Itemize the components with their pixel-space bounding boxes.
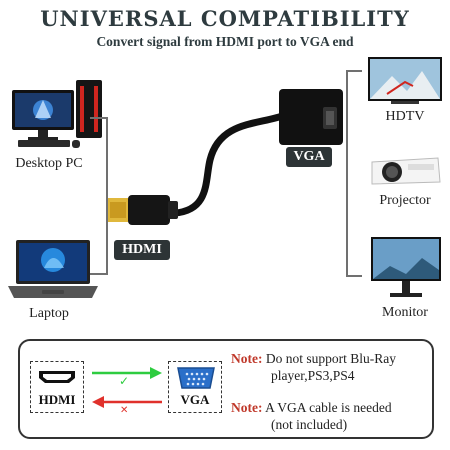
hdmi-port-label: HDMI <box>38 392 76 407</box>
note-text: Do not support Blu-Ray <box>265 351 396 366</box>
vga-port-icon <box>177 367 215 389</box>
hdmi-adapter-cable <box>108 111 289 225</box>
cross-icon: ✕ <box>120 405 129 416</box>
note-key: Note: <box>231 400 263 415</box>
note-item: Note: Do not support Blu-Ray player,PS3,… <box>231 350 431 384</box>
projector-icon <box>371 157 441 185</box>
note-text-continued: player,PS3,PS4 <box>271 368 355 383</box>
vga-adapter-box <box>279 89 343 145</box>
note-item: Note: A VGA cable is needed (not include… <box>231 399 431 433</box>
device-label-desktop-pc: Desktop PC <box>15 156 83 171</box>
device-label-laptop: Laptop <box>29 306 69 321</box>
left-connector-bracket <box>90 117 108 275</box>
device-label-hdtv: HDTV <box>385 109 425 124</box>
desktop-pc-icon <box>12 80 102 148</box>
check-icon: ✓ <box>119 374 130 388</box>
page-subtitle: Convert signal from HDMI port to VGA end <box>96 34 354 49</box>
forward-arrow-icon <box>92 367 162 379</box>
reverse-arrow-icon <box>92 396 162 408</box>
page-title: UNIVERSAL COMPATIBILITY <box>40 6 410 31</box>
hdmi-tag: HDMI <box>114 240 170 260</box>
hdmi-port-icon <box>39 371 75 383</box>
note-text-continued: (not included) <box>271 417 348 432</box>
monitor-icon <box>371 237 441 297</box>
note-text: A VGA cable is needed <box>265 400 392 415</box>
device-label-monitor: Monitor <box>382 305 428 320</box>
note-key: Note: <box>231 351 263 366</box>
vga-port-label: VGA <box>180 392 210 407</box>
right-connector-bracket <box>346 70 362 277</box>
laptop-icon <box>8 240 98 298</box>
hdtv-icon <box>368 57 442 104</box>
hdmi-port-box <box>30 361 84 413</box>
vga-tag: VGA <box>286 147 332 167</box>
notes-panel <box>18 339 434 439</box>
device-label-projector: Projector <box>379 193 431 208</box>
